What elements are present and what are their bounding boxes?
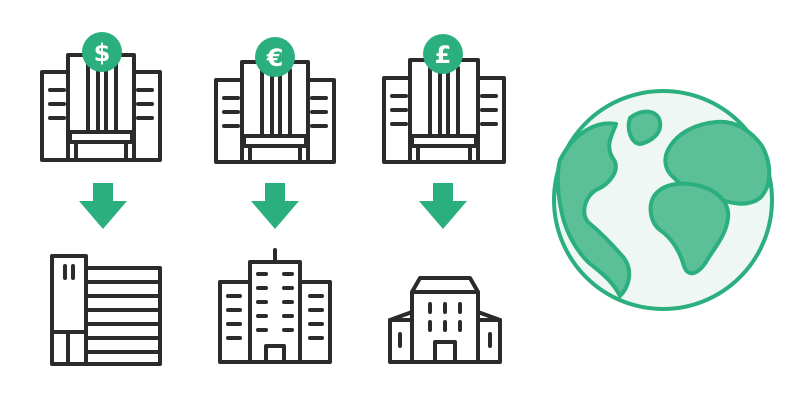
currency-pound-symbol: £: [435, 41, 452, 69]
arrow-down-icon: [419, 183, 467, 229]
continent-africa: [648, 181, 731, 276]
office-building-icon: [50, 254, 162, 366]
high-rise-building-icon: [218, 248, 332, 364]
arrow-down-icon: [251, 183, 299, 229]
currency-euro-symbol: €: [266, 44, 284, 72]
continent-greenland: [626, 109, 663, 146]
arrow-down-icon: [79, 183, 127, 229]
continent-americas: [555, 121, 632, 298]
bank-dollar-icon: $: [40, 32, 162, 162]
bank-pound-icon: £: [382, 34, 506, 164]
globe-icon: [552, 89, 774, 311]
bank-euro-icon: €: [214, 37, 336, 164]
currency-dollar-symbol: $: [94, 39, 111, 67]
townhouse-building-icon: [388, 276, 502, 364]
